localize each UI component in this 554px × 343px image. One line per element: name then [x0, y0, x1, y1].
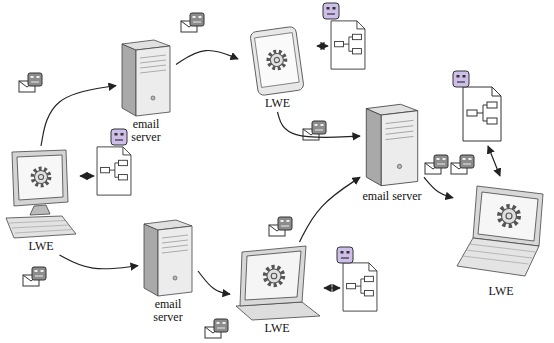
mail-flow-arrow	[176, 50, 238, 64]
tablet-device: LWE	[232, 244, 322, 335]
mail-flow-arrow	[300, 177, 361, 242]
email-server: email server	[140, 218, 196, 324]
node-label: LWE	[240, 97, 315, 110]
mail-flow-arrow	[198, 271, 230, 294]
document-icon	[331, 21, 365, 69]
node-label: LWE	[455, 285, 547, 298]
mail-flow-arrow	[278, 112, 361, 137]
document-icon	[97, 147, 131, 195]
server-icon	[140, 218, 196, 298]
node-label: email server	[118, 118, 174, 144]
face-icon	[323, 3, 339, 19]
server-icon	[118, 38, 174, 118]
mail-flow-arrow	[41, 86, 116, 146]
server-icon	[362, 100, 422, 190]
mail-icon	[19, 73, 42, 92]
face-icon	[453, 71, 469, 87]
desktop-icon	[4, 148, 78, 240]
document-icon	[463, 87, 501, 141]
email-server: email server	[118, 38, 174, 144]
mail-icon	[181, 13, 204, 32]
face-icon	[111, 129, 127, 145]
phone-icon	[240, 25, 315, 97]
node-label: email server	[140, 298, 196, 324]
mail-icon	[425, 155, 448, 174]
node-label: LWE	[232, 322, 322, 335]
document-icon	[343, 263, 377, 311]
mail-flow-arrow	[424, 177, 453, 197]
mail-icon	[23, 267, 46, 286]
node-label: LWE	[4, 240, 78, 253]
laptop-icon	[455, 180, 547, 285]
mail-flow-arrow	[60, 255, 139, 269]
double-arrow	[317, 45, 328, 46]
mail-icon	[205, 319, 228, 338]
face-icon	[337, 247, 353, 263]
tablet-icon	[232, 244, 322, 322]
laptop-device: LWE	[455, 180, 547, 298]
email-server: email server	[362, 100, 422, 203]
node-label: email server	[362, 190, 422, 203]
double-arrow	[324, 287, 340, 288]
double-arrow	[488, 146, 500, 176]
mail-icon	[451, 155, 474, 174]
desktop-device: LWE	[4, 148, 78, 253]
mail-icon	[269, 217, 292, 236]
phone-device: LWE	[240, 25, 315, 110]
double-arrow	[80, 175, 94, 176]
